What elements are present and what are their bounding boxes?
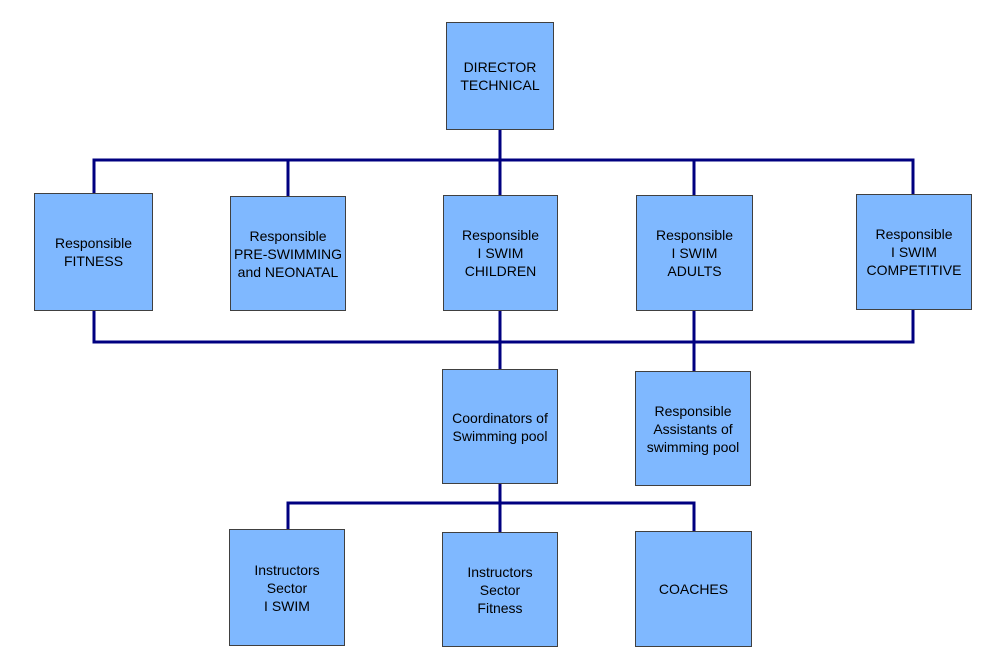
node-label: Responsible I SWIM CHILDREN	[461, 227, 540, 279]
node-director-technical: DIRECTOR TECHNICAL	[446, 22, 554, 130]
node-responsible-assistants: Responsible Assistants of swimming pool	[635, 371, 751, 486]
node-label: Instructors Sector Fitness	[467, 563, 533, 616]
node-label: COACHES	[658, 581, 729, 597]
node-label: Responsible I SWIM ADULTS	[655, 227, 734, 279]
node-label: Responsible FITNESS	[54, 235, 133, 269]
node-label: Responsible PRE-SWIMMING and NEONATAL	[233, 227, 343, 280]
node-label: Responsible Assistants of swimming pool	[646, 402, 740, 455]
node-label: Responsible I SWIM COMPETITIVE	[866, 226, 962, 278]
node-responsible-fitness: Responsible FITNESS	[34, 193, 153, 311]
node-label: Instructors Sector I SWIM	[254, 561, 320, 614]
node-responsible-swim-competitive: Responsible I SWIM COMPETITIVE	[856, 194, 972, 310]
node-responsible-pre-swimming: Responsible PRE-SWIMMING and NEONATAL	[230, 196, 346, 311]
node-instructors-fitness: Instructors Sector Fitness	[442, 532, 558, 647]
node-instructors-swim: Instructors Sector I SWIM	[229, 529, 345, 646]
node-responsible-swim-adults: Responsible I SWIM ADULTS	[636, 195, 753, 311]
node-coordinators-swimming-pool: Coordinators of Swimming pool	[442, 369, 558, 484]
node-label: Coordinators of Swimming pool	[452, 409, 548, 444]
node-label: DIRECTOR TECHNICAL	[460, 59, 540, 93]
node-coaches: COACHES	[635, 531, 752, 647]
node-responsible-swim-children: Responsible I SWIM CHILDREN	[443, 195, 558, 311]
